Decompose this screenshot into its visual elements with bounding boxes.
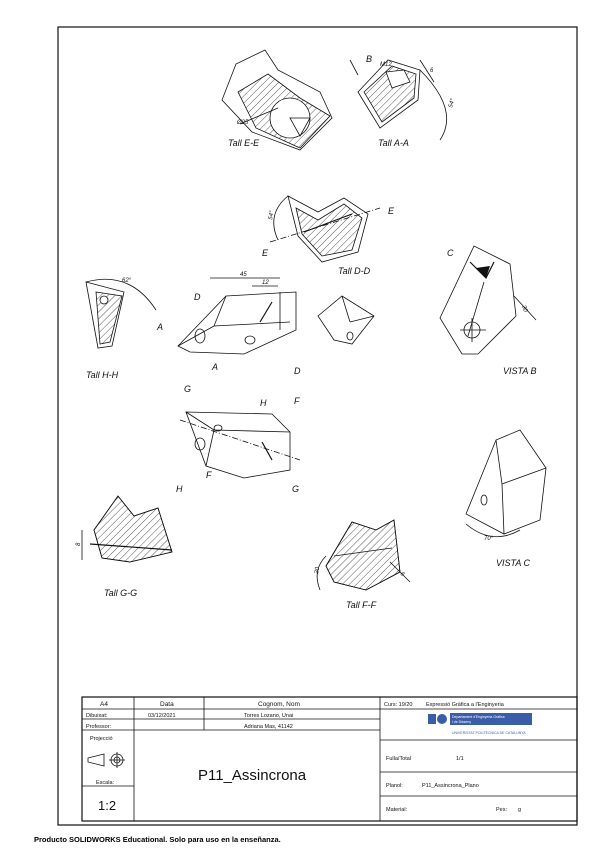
label-vista-b: VISTA B xyxy=(503,366,537,376)
dim-length-6: 6 xyxy=(399,571,406,578)
section-letter-b: B xyxy=(366,54,372,64)
main-isometric-view: 45 12 D A A D xyxy=(156,272,301,376)
tb-plan-label: Planol: xyxy=(386,783,403,789)
dim-length-45: 45 xyxy=(240,272,247,278)
section-letter-e-top: E xyxy=(388,206,395,216)
dept-line-1: Departament d'Enginyeria Gràfica xyxy=(452,715,505,719)
second-isometric-view: G H F F H G xyxy=(176,384,301,494)
dim-length-20: 20 xyxy=(314,566,321,575)
tb-date-label: Data xyxy=(160,701,174,708)
section-letter-f-bottom: F xyxy=(206,470,212,480)
section-letter-d-top: D xyxy=(194,292,201,302)
section-letter-h-top: H xyxy=(260,398,267,408)
dim-top-width: 6 xyxy=(430,68,434,74)
side-view xyxy=(317,295,375,345)
detail-view-b: 30 C VISTA B xyxy=(439,245,537,376)
tb-drawn-label: Dibuixat: xyxy=(86,713,108,719)
label-tall-aa: Tall A-A xyxy=(378,138,409,148)
dim-length-30: 30 xyxy=(520,305,528,314)
section-view-ee: Ø25 Tall E-E xyxy=(221,49,333,151)
dim-thread-m12: M12 xyxy=(380,62,392,68)
tb-material-label: Material: xyxy=(386,807,408,813)
tb-plan: P11_Assincrona_Plano xyxy=(422,783,479,789)
tb-projection-label: Projecció xyxy=(90,736,113,742)
dim-angle-54-b: 54° xyxy=(268,210,276,221)
section-letter-c: C xyxy=(447,248,454,258)
label-vista-c: VISTA C xyxy=(496,558,531,568)
section-letter-d-bottom: D xyxy=(294,366,301,376)
section-letter-a-bottom: A xyxy=(211,362,218,372)
dim-angle-54-a: 54° xyxy=(448,98,456,109)
tb-weight-unit: g xyxy=(518,807,521,813)
dim-diameter-25: Ø25 xyxy=(236,120,249,126)
tb-format: A4 xyxy=(100,701,108,708)
tb-professor: Adriana Mas, 41142 xyxy=(244,724,293,730)
label-tall-ff: Tall F-F xyxy=(346,600,377,610)
section-letter-e-bottom: E xyxy=(262,248,269,258)
university-logo: Departament d'Enginyeria Gràfica i de Di… xyxy=(428,713,532,735)
dim-angle-70: 70° xyxy=(484,536,494,542)
university-name: UNIVERSITAT POLITÈCNICA DE CATALUNYA xyxy=(452,730,526,735)
label-tall-gg: Tall G-G xyxy=(104,588,137,598)
section-view-hh: 62° Tall H-H xyxy=(85,278,157,380)
tb-drawing-title: P11_Assincrona xyxy=(198,767,307,784)
section-view-gg: 8 Tall G-G xyxy=(76,495,173,598)
tb-scale-label: Escala: xyxy=(96,780,115,786)
tb-course: Curs: 19/20 xyxy=(384,702,412,708)
tb-subject: Expressió Gràfica a l'Enginyeria xyxy=(426,702,505,708)
label-tall-hh: Tall H-H xyxy=(86,370,119,380)
section-view-aa: B M12 6 54° Tall A-A xyxy=(349,54,456,148)
tb-drawn-by: Torres Lozano, Unai xyxy=(244,713,293,719)
tb-name-label: Cognom, Nom xyxy=(258,701,300,708)
section-letter-g-top: G xyxy=(184,384,191,394)
dim-length-8: 8 xyxy=(76,542,82,546)
tb-sheet: 1/1 xyxy=(456,756,464,762)
label-tall-ee: Tall E-E xyxy=(228,138,260,148)
section-view-dd: 54° E E Tall D-D xyxy=(262,195,395,276)
section-letter-h-bottom: H xyxy=(176,484,183,494)
section-letter-g-bottom: G xyxy=(292,484,299,494)
drawing-frame xyxy=(57,26,578,826)
section-view-ff: 20 6 Tall F-F xyxy=(314,519,411,610)
detail-view-c: 70° VISTA C xyxy=(465,429,547,568)
educational-footer: Producto SOLIDWORKS Educational. Solo pa… xyxy=(34,835,281,844)
tb-sheet-label: Fulla/Total xyxy=(386,756,411,762)
label-tall-dd: Tall D-D xyxy=(338,266,371,276)
tb-weight-label: Pes: xyxy=(496,807,507,813)
dim-length-12: 12 xyxy=(262,280,269,286)
tb-professor-label: Professor: xyxy=(86,724,112,730)
tb-drawn-date: 03/12/2021 xyxy=(148,713,176,719)
tb-scale: 1:2 xyxy=(98,798,116,813)
section-letter-f-top: F xyxy=(294,396,300,406)
title-block: A4 Data Cognom, Nom Curs: 19/20 Expressi… xyxy=(81,696,578,822)
dim-angle-62: 62° xyxy=(122,278,132,284)
dept-line-2: i de Disseny xyxy=(452,720,471,724)
section-letter-a-left: A xyxy=(156,322,163,332)
projection-symbol-icon xyxy=(87,752,125,768)
